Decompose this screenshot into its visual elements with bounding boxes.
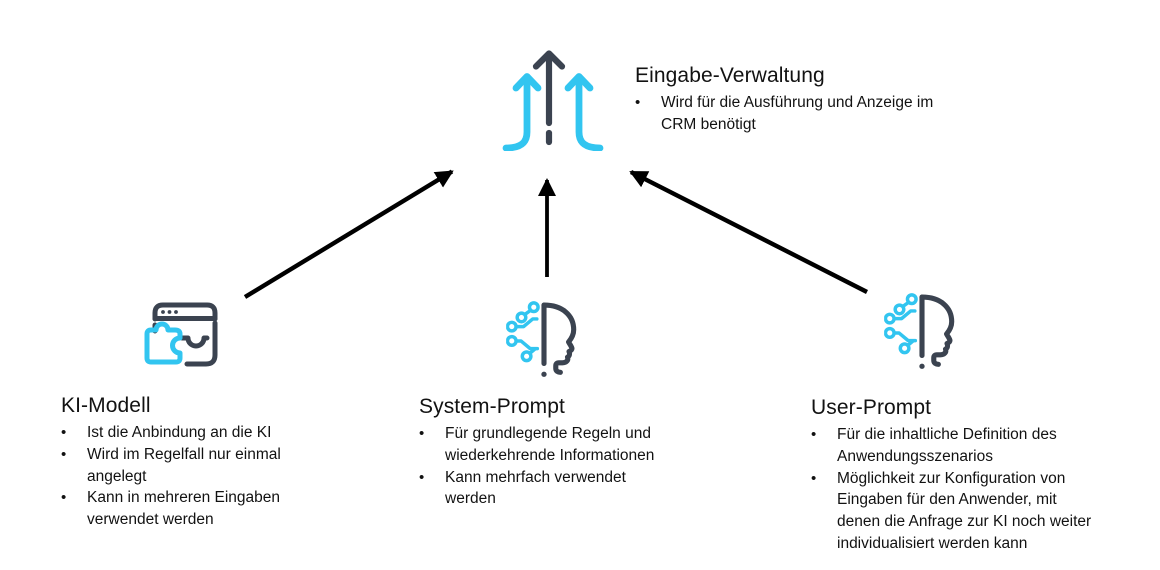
node-system-prompt: System-Prompt • Für grundlegende Regeln …: [419, 393, 699, 510]
node-title-user-prompt: User-Prompt: [811, 396, 932, 419]
browser-puzzle-icon: [144, 302, 218, 367]
bullet-text: Wird für die Ausführung und Anzeige im C…: [661, 94, 934, 133]
bullet-text: Kann mehrfach verwendet werden: [445, 468, 626, 508]
bullet-text: Wird im Regelfall nur einmal angelegt: [87, 445, 281, 485]
bullet-list-eingabe-verwaltung: • Wird für die Ausführung und Anzeige im…: [635, 92, 975, 136]
node-title-eingabe-verwaltung: Eingabe-Verwaltung: [635, 64, 825, 87]
bullet-text: Kann in mehreren Eingaben verwendet werd…: [87, 489, 281, 529]
list-item: • Kann mehrfach verwendet werden: [419, 467, 699, 511]
node-title-ki-modell: KI-Modell: [61, 394, 151, 417]
bullet-list-ki-modell: • Ist die Anbindung an die KI • Wird im …: [61, 422, 321, 531]
node-eingabe-verwaltung: Eingabe-Verwaltung • Wird für die Ausfüh…: [635, 62, 975, 136]
node-title-system-prompt: System-Prompt: [419, 395, 565, 418]
list-item: • Wird im Regelfall nur einmal angelegt: [61, 444, 321, 488]
bullet-marker: •: [61, 424, 67, 441]
bullet-text: Ist die Anbindung an die KI: [87, 424, 272, 441]
bullet-list-user-prompt: • Für die inhaltliche Definition des Anw…: [811, 424, 1121, 555]
arrow-ki-modell-to-eingabe: [243, 169, 454, 299]
node-user-prompt: User-Prompt • Für die inhaltliche Defini…: [811, 394, 1121, 555]
bullet-marker: •: [61, 489, 67, 507]
bullet-text: Für die inhaltliche Definition des Anwen…: [837, 426, 1057, 465]
list-item: • Wird für die Ausführung und Anzeige im…: [635, 92, 975, 136]
bullet-list-system-prompt: • Für grundlegende Regeln und wiederkehr…: [419, 423, 699, 510]
ai-head-circuit-icon: [506, 300, 582, 386]
list-item: • Ist die Anbindung an die KI: [61, 422, 321, 444]
bullet-marker: •: [419, 425, 425, 442]
bullet-marker: •: [811, 426, 817, 443]
ai-head-circuit-icon: [884, 292, 960, 378]
triple-up-arrows-icon: [502, 50, 604, 151]
node-ki-modell: KI-Modell • Ist die Anbindung an die KI …: [61, 392, 321, 531]
list-item: • Für grundlegende Regeln und wiederkehr…: [419, 423, 699, 467]
bullet-marker: •: [635, 94, 641, 111]
list-item: • Für die inhaltliche Definition des Anw…: [811, 424, 1121, 468]
list-item: • Kann in mehreren Eingaben verwendet we…: [61, 487, 321, 531]
bullet-text: Für grundlegende Regeln und wiederkehren…: [445, 425, 655, 464]
bullet-marker: •: [61, 445, 67, 463]
arrow-user-prompt-to-eingabe: [629, 170, 868, 294]
list-item: • Möglichkeit zur Konfiguration von Eing…: [811, 468, 1121, 555]
bullet-marker: •: [419, 468, 425, 486]
bullet-text: Möglichkeit zur Konfiguration von Eingab…: [837, 469, 1092, 552]
bullet-marker: •: [811, 469, 817, 487]
